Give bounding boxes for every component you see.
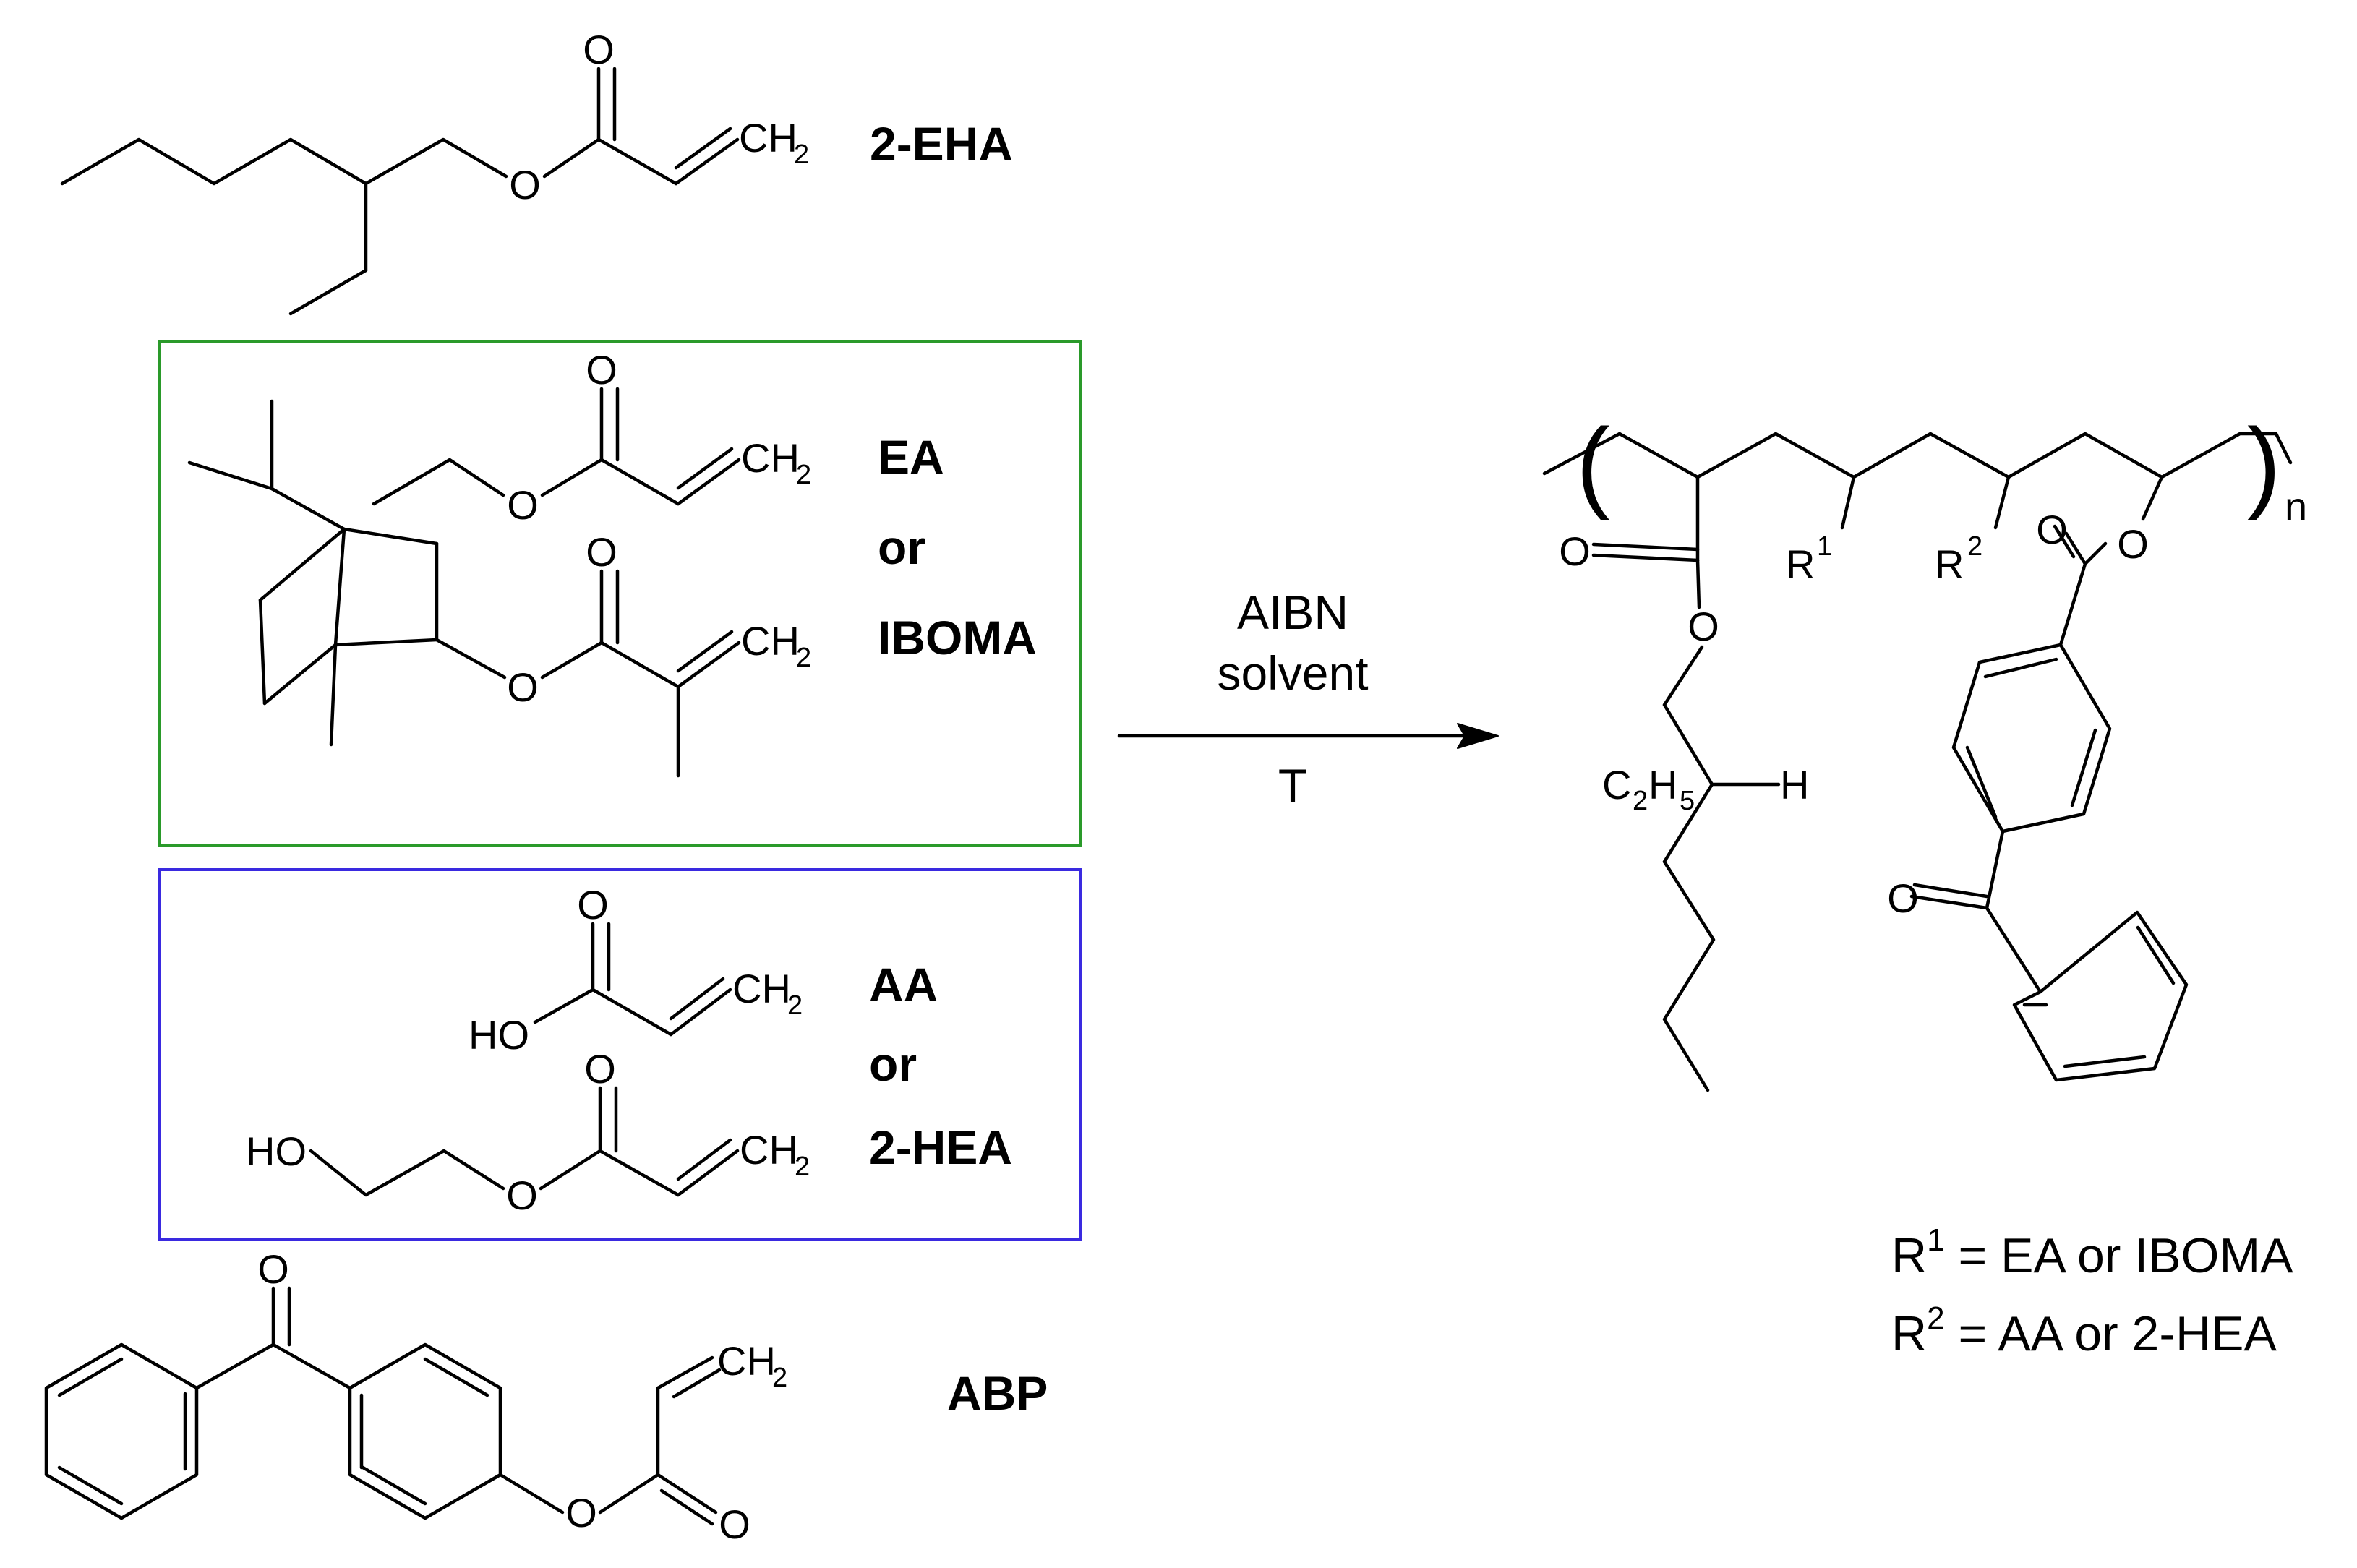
atom-subscript: 5 bbox=[1680, 786, 1695, 816]
atom-subscript: 2 bbox=[796, 460, 811, 490]
monomer-name-2-hea: 2-HEA bbox=[869, 1121, 1012, 1174]
monomer-name-iboma: IBOMA bbox=[878, 611, 1037, 664]
atom-label: O bbox=[1887, 875, 1919, 921]
atom-label: O bbox=[257, 1246, 289, 1292]
atom-label: O bbox=[2117, 521, 2149, 567]
atom-label: O bbox=[2036, 507, 2068, 552]
atom-label: CH bbox=[732, 966, 791, 1011]
temperature-label: T bbox=[1278, 759, 1307, 813]
atom-label: O bbox=[586, 529, 617, 575]
polar-monomer-box bbox=[158, 868, 1082, 1241]
atom-subscript: 2 bbox=[796, 643, 811, 673]
atom-label: O bbox=[1559, 528, 1591, 574]
atom-label: O bbox=[577, 882, 609, 927]
monomer-name-aa: AA bbox=[869, 958, 938, 1011]
atom-subscript: 2 bbox=[794, 140, 809, 170]
atom-label: O bbox=[1687, 604, 1719, 649]
hard-monomer-box bbox=[158, 340, 1082, 847]
reaction-arrow bbox=[1117, 723, 1499, 749]
monomer-name-ea: EA bbox=[878, 430, 944, 484]
atom-label: CH bbox=[740, 1127, 798, 1173]
monomer-name-abp: ABP bbox=[947, 1366, 1048, 1420]
copolymer-structure: ( ) n O O C 2 H 5 H R 1 R 2 bbox=[1542, 407, 2307, 1092]
atom-label: O bbox=[509, 162, 541, 207]
monomer-iboma: O O CH 2 bbox=[187, 399, 811, 778]
atom-label: HO bbox=[246, 1128, 307, 1174]
atom-label: CH bbox=[739, 115, 797, 160]
monomer-abp: O O O CH 2 bbox=[44, 1246, 787, 1547]
atom-label: O bbox=[507, 664, 539, 710]
solvent-label: solvent bbox=[1217, 646, 1368, 700]
legend-r2: R2 = AA or 2-HEA bbox=[1891, 1301, 2277, 1361]
atom-label: H bbox=[1648, 762, 1677, 807]
atom-superscript: 1 bbox=[1817, 531, 1832, 562]
or-label: or bbox=[869, 1037, 917, 1091]
legend-r1: R1 = EA or IBOMA bbox=[1891, 1222, 2293, 1283]
monomer-ea: O O CH 2 bbox=[372, 347, 811, 528]
atom-subscript: 2 bbox=[795, 1152, 810, 1182]
atom-label: O bbox=[584, 1046, 616, 1092]
repeat-index: n bbox=[2285, 484, 2307, 529]
atom-label: HO bbox=[469, 1012, 529, 1058]
atom-subscript: 2 bbox=[787, 990, 803, 1021]
atom-label: O bbox=[506, 1173, 538, 1218]
atom-superscript: 2 bbox=[1967, 531, 1982, 562]
atom-subscript: 2 bbox=[772, 1363, 787, 1393]
atom-label: O bbox=[565, 1490, 597, 1535]
monomer-aa: O HO CH 2 bbox=[469, 882, 803, 1058]
atom-label: CH bbox=[741, 618, 800, 664]
atom-label: R bbox=[1786, 541, 1815, 587]
or-label: or bbox=[878, 520, 925, 574]
atom-label: H bbox=[1780, 762, 1809, 807]
atom-subscript: 2 bbox=[1633, 786, 1648, 816]
atom-label: O bbox=[507, 482, 539, 528]
atom-label: R bbox=[1935, 541, 1964, 587]
atom-label: O bbox=[583, 27, 615, 72]
repeat-bracket-right: ) bbox=[2247, 407, 2281, 520]
atom-label: CH bbox=[717, 1338, 776, 1384]
initiator-label: AIBN bbox=[1237, 586, 1348, 639]
monomer-name-2-eha: 2-EHA bbox=[870, 117, 1013, 171]
monomer-2-hea: O O HO CH 2 bbox=[246, 1046, 810, 1218]
atom-label: CH bbox=[741, 435, 800, 481]
atom-label: O bbox=[586, 347, 617, 393]
substituent-legend: R1 = EA or IBOMA R2 = AA or 2-HEA bbox=[1891, 1222, 2293, 1361]
atom-label: O bbox=[719, 1501, 750, 1547]
atom-label: C bbox=[1602, 762, 1631, 807]
repeat-bracket-left: ( bbox=[1576, 407, 1610, 520]
monomer-2-eha: O O CH 2 2-EHA bbox=[60, 27, 1013, 316]
